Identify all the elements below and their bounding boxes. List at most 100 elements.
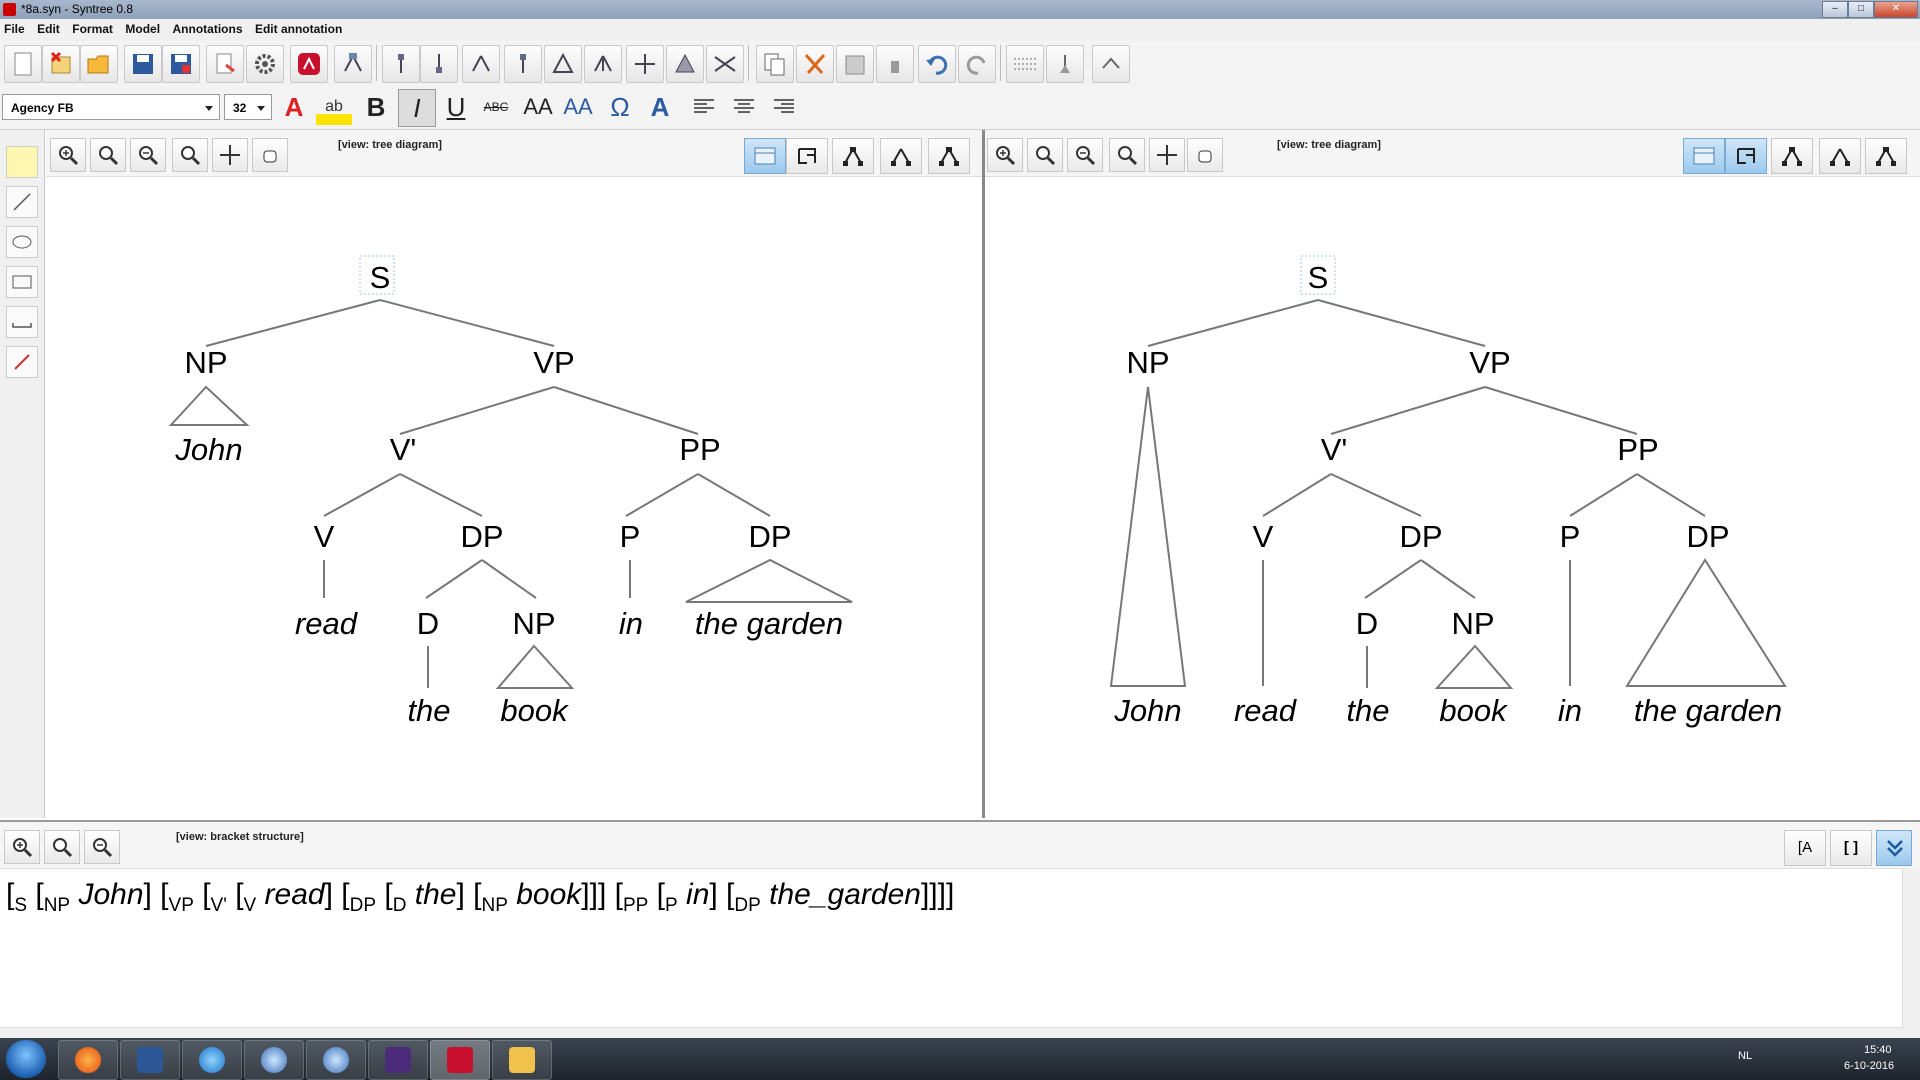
view-tree-icon-1[interactable] xyxy=(1771,138,1813,174)
node-VP[interactable]: VP xyxy=(1469,345,1510,380)
zoom-fit-icon[interactable] xyxy=(172,138,208,172)
pane-splitter[interactable] xyxy=(982,130,985,818)
maximize-button[interactable]: □ xyxy=(1848,1,1874,18)
arrow-tool-icon[interactable] xyxy=(6,306,38,338)
node-NP[interactable]: NP xyxy=(1126,345,1169,380)
menu-annotations[interactable]: Annotations xyxy=(172,22,243,36)
view-tree-diagram-button[interactable] xyxy=(744,138,786,174)
shuffle-button[interactable] xyxy=(706,45,744,83)
gridlines-button[interactable] xyxy=(1006,45,1044,83)
node-P[interactable]: P xyxy=(620,519,641,554)
leaf-book[interactable]: book xyxy=(1439,693,1508,728)
leaf-john[interactable]: John xyxy=(174,432,242,467)
leaf-in[interactable]: in xyxy=(619,606,643,641)
add-node-button[interactable] xyxy=(334,45,372,83)
zoom-in-icon[interactable] xyxy=(987,138,1023,172)
leaf-in[interactable]: in xyxy=(1558,693,1582,728)
node-DP[interactable]: DP xyxy=(460,519,503,554)
zoom-fit-icon[interactable] xyxy=(1109,138,1145,172)
node-S[interactable]: S xyxy=(370,260,391,295)
leaf-the-garden[interactable]: the garden xyxy=(1634,693,1782,728)
new-file-button[interactable] xyxy=(4,45,42,83)
rectangle-tool-icon[interactable] xyxy=(6,266,38,298)
thunderbird-taskbar-icon[interactable] xyxy=(244,1040,304,1080)
node-NP2[interactable]: NP xyxy=(1451,606,1494,641)
bracket-toggle-button[interactable]: [ ] xyxy=(1830,830,1872,866)
zoom-reset-icon[interactable] xyxy=(44,830,80,864)
font-size-select[interactable]: 32 xyxy=(224,94,272,120)
leaf-line-button[interactable] xyxy=(1046,45,1084,83)
settings-gear-icon[interactable] xyxy=(246,45,284,83)
firefox-taskbar-icon[interactable] xyxy=(58,1040,118,1080)
save-as-button[interactable] xyxy=(162,45,200,83)
align-left-icon[interactable] xyxy=(686,89,722,125)
leaf-book[interactable]: book xyxy=(500,693,569,728)
view-tree-icon-1[interactable] xyxy=(832,138,874,174)
open-folder-button[interactable] xyxy=(80,45,118,83)
node-DP[interactable]: DP xyxy=(1399,519,1442,554)
leaf-the-garden[interactable]: the garden xyxy=(695,606,843,641)
zoom-out-icon[interactable] xyxy=(130,138,166,172)
paste-button[interactable] xyxy=(836,45,874,83)
close-window-button[interactable]: ✕ xyxy=(1874,1,1918,18)
menu-edit[interactable]: Edit xyxy=(37,22,60,36)
horizontal-scrollbar[interactable] xyxy=(0,1027,1903,1040)
clock-date[interactable]: 6-10-2016 xyxy=(1844,1060,1895,1072)
pan-hand-icon[interactable] xyxy=(1187,138,1223,172)
node-D[interactable]: D xyxy=(1356,606,1378,641)
leaf-the[interactable]: the xyxy=(407,693,450,728)
view-tree-diagram-button[interactable] xyxy=(1683,138,1725,174)
syntree-taskbar-icon[interactable] xyxy=(430,1040,490,1080)
node-DP2[interactable]: DP xyxy=(1686,519,1729,554)
word-taskbar-icon[interactable] xyxy=(120,1040,180,1080)
node-PP[interactable]: PP xyxy=(1617,432,1658,467)
zoom-in-icon[interactable] xyxy=(4,830,40,864)
node-PP[interactable]: PP xyxy=(679,432,720,467)
start-button[interactable] xyxy=(6,1040,46,1078)
node-VP[interactable]: VP xyxy=(533,345,574,380)
close-file-button[interactable] xyxy=(42,45,80,83)
add-triangle-button[interactable] xyxy=(544,45,582,83)
move-crosshair-icon[interactable] xyxy=(212,138,248,172)
copy-button[interactable] xyxy=(756,45,794,83)
export-button[interactable] xyxy=(206,45,244,83)
menu-model[interactable]: Model xyxy=(125,22,161,36)
view-bracket-layout-button[interactable] xyxy=(1725,138,1767,174)
node-DP2[interactable]: DP xyxy=(748,519,791,554)
vertical-scrollbar[interactable] xyxy=(1902,868,1920,1038)
bracket-structure-text[interactable]: [S [NP John] [VP [V' [V read] [DP [D the… xyxy=(6,878,955,916)
leaf-read[interactable]: read xyxy=(1234,693,1298,728)
insert-node-above-button[interactable] xyxy=(382,45,420,83)
node-NP[interactable]: NP xyxy=(184,345,227,380)
save-button[interactable] xyxy=(124,45,162,83)
zoom-out-icon[interactable] xyxy=(1067,138,1103,172)
node-D[interactable]: D xyxy=(417,606,439,641)
line-tool-icon[interactable] xyxy=(6,186,38,218)
redo-icon[interactable] xyxy=(958,45,996,83)
minimize-button[interactable]: – xyxy=(1822,1,1848,18)
move-crosshair-icon[interactable] xyxy=(1149,138,1185,172)
add-sibling-button[interactable] xyxy=(504,45,542,83)
special-character-omega-icon[interactable]: Ω xyxy=(610,92,630,122)
view-bracket-layout-button[interactable] xyxy=(786,138,828,174)
ellipse-tool-icon[interactable] xyxy=(6,226,38,258)
undo-icon[interactable] xyxy=(918,45,956,83)
add-child-button[interactable] xyxy=(462,45,500,83)
underline-button[interactable]: U xyxy=(446,92,466,122)
zoom-reset-icon[interactable] xyxy=(90,138,126,172)
merge-nodes-button[interactable] xyxy=(666,45,704,83)
eraser-tool-icon[interactable] xyxy=(6,346,38,378)
node-Vbar[interactable]: V' xyxy=(1321,432,1348,467)
move-node-button[interactable] xyxy=(626,45,664,83)
zoom-reset-icon[interactable] xyxy=(1027,138,1063,172)
mail-taskbar-icon[interactable] xyxy=(306,1040,366,1080)
strikethrough-button[interactable]: ABC xyxy=(483,100,509,114)
view-tree-icon-3[interactable] xyxy=(928,138,970,174)
view-tree-icon-3[interactable] xyxy=(1865,138,1907,174)
font-shrink-button[interactable]: AA xyxy=(563,94,593,119)
font-grow-button[interactable]: AA xyxy=(523,94,553,119)
leaf-the[interactable]: the xyxy=(1346,693,1389,728)
add-branch-button[interactable] xyxy=(584,45,622,83)
menu-file[interactable]: File xyxy=(4,22,25,36)
font-family-select[interactable]: Agency FB xyxy=(2,94,220,120)
